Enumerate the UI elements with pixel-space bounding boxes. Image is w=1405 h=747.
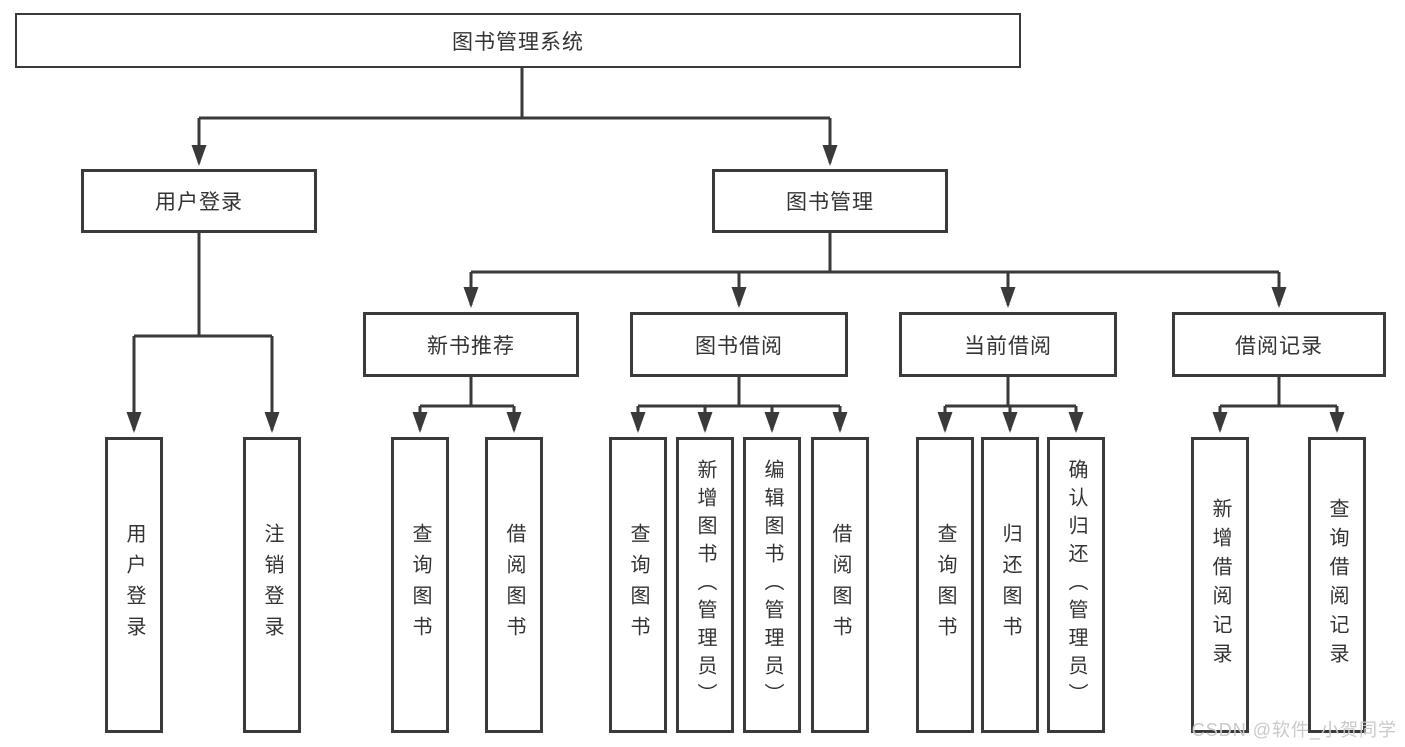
node-current-borrow: 当前借阅 [899, 312, 1117, 377]
node-root-system: 图书管理系统 [15, 13, 1021, 68]
leaf-user-login-label: 用户登录 [123, 523, 145, 647]
leaf-user-login: 用户登录 [105, 437, 163, 733]
leaf-query-borrow-record: 查询借阅记录 [1308, 437, 1366, 733]
leaf-add-borrow-record: 新增借阅记录 [1191, 437, 1249, 733]
leaf-confirm-return-admin: 确认归还（管理员） [1047, 437, 1105, 733]
leaf-query-books-current-label: 查询图书 [934, 523, 956, 647]
leaf-add-books-admin-label: 新增图书（管理员） [694, 459, 716, 711]
leaf-borrow-books-label: 借阅图书 [829, 523, 851, 647]
node-book-management: 图书管理 [712, 169, 948, 233]
node-user-login-label: 用户登录 [155, 191, 243, 214]
leaf-return-books-label: 归还图书 [999, 523, 1021, 647]
leaf-add-books-admin: 新增图书（管理员） [676, 437, 734, 733]
leaf-logout: 注销登录 [243, 437, 301, 733]
leaf-query-books-recommend: 查询图书 [391, 437, 449, 733]
leaf-logout-label: 注销登录 [261, 523, 283, 647]
node-borrow-records-label: 借阅记录 [1235, 334, 1323, 358]
node-book-management-label: 图书管理 [786, 191, 874, 214]
leaf-borrow-books-recommend: 借阅图书 [485, 437, 543, 733]
node-new-book-recommend-label: 新书推荐 [427, 334, 515, 358]
leaf-query-borrow-record-label: 查询借阅记录 [1326, 498, 1348, 672]
leaf-add-borrow-record-label: 新增借阅记录 [1209, 498, 1231, 672]
node-book-borrow: 图书借阅 [630, 312, 848, 377]
leaf-return-books: 归还图书 [981, 437, 1039, 733]
leaf-query-books-borrow: 查询图书 [609, 437, 667, 733]
node-user-login: 用户登录 [81, 169, 317, 233]
node-current-borrow-label: 当前借阅 [964, 334, 1052, 358]
leaf-borrow-books: 借阅图书 [811, 437, 869, 733]
leaf-query-books-recommend-label: 查询图书 [409, 523, 431, 647]
leaf-confirm-return-admin-label: 确认归还（管理员） [1065, 459, 1087, 711]
node-root-label: 图书管理系统 [452, 30, 584, 54]
leaf-edit-books-admin-label: 编辑图书（管理员） [761, 459, 783, 711]
leaf-query-books-borrow-label: 查询图书 [627, 523, 649, 647]
node-new-book-recommend: 新书推荐 [363, 312, 579, 377]
node-borrow-records: 借阅记录 [1172, 312, 1386, 377]
leaf-query-books-current: 查询图书 [916, 437, 974, 733]
node-book-borrow-label: 图书借阅 [695, 334, 783, 358]
leaf-edit-books-admin: 编辑图书（管理员） [743, 437, 801, 733]
leaf-borrow-books-recommend-label: 借阅图书 [503, 523, 525, 647]
